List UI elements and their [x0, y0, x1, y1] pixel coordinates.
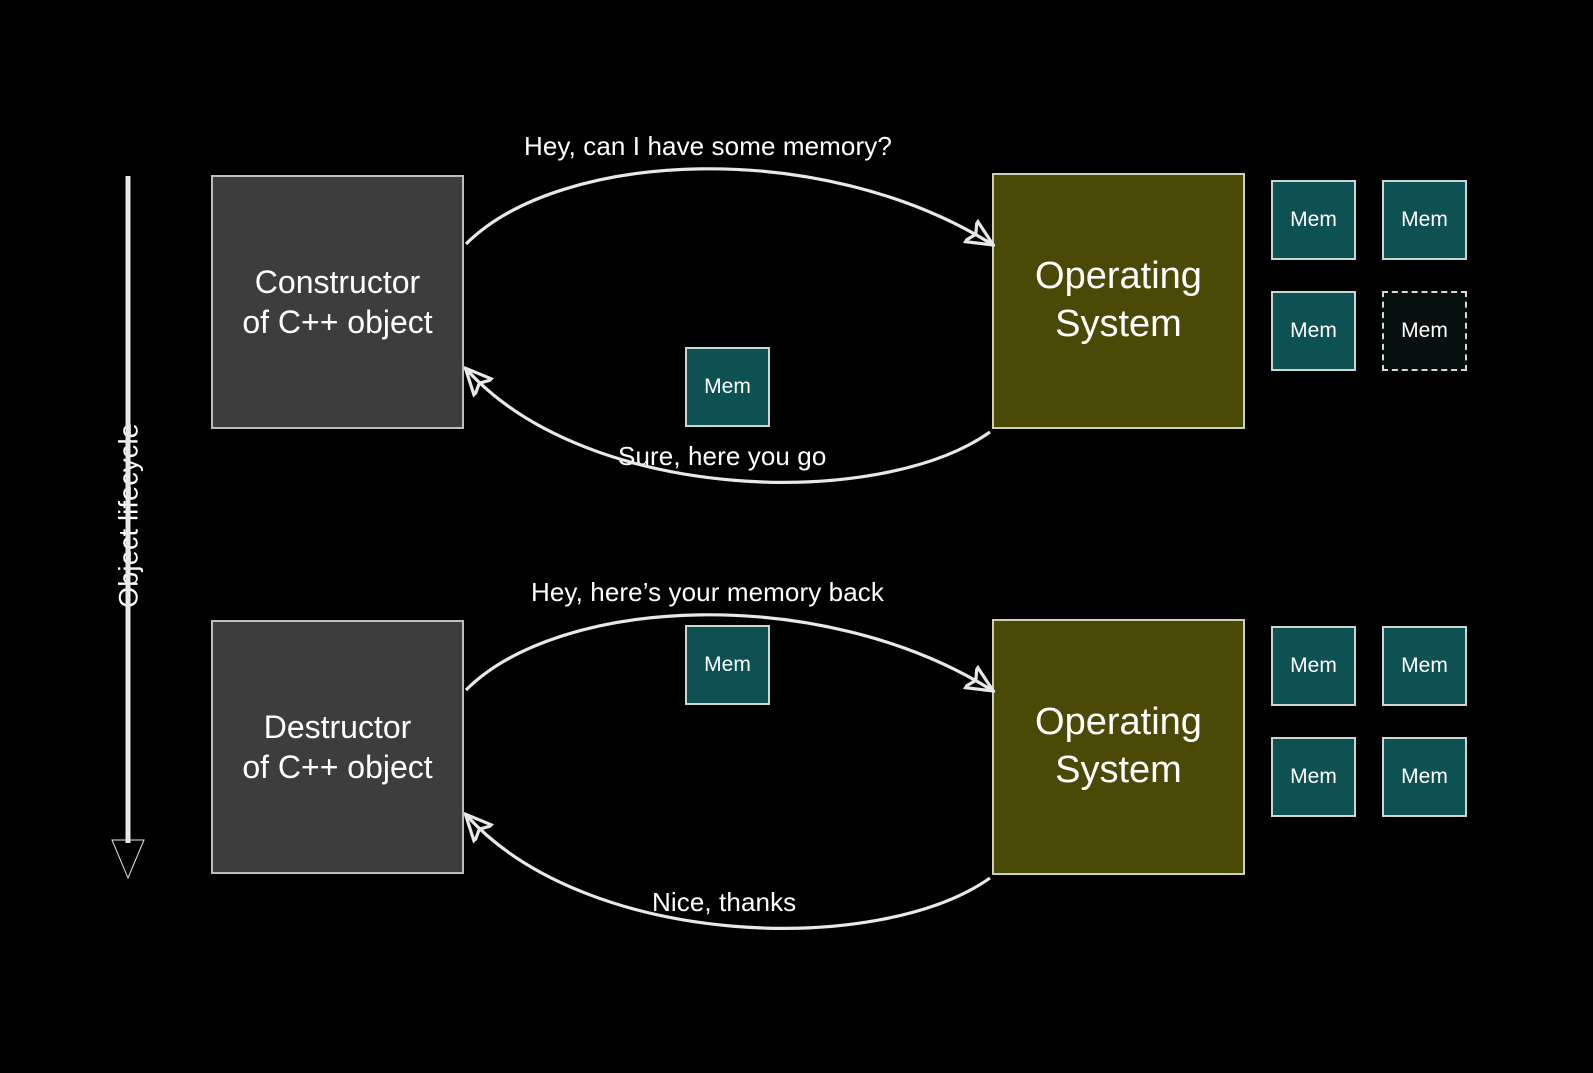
os-line-1: Operating	[1035, 255, 1202, 298]
request-label-construction: Hey, can I have some memory?	[524, 131, 892, 161]
mem-block-label: Mem	[704, 375, 751, 398]
operating-system-node-text: Operating System	[1025, 699, 1212, 795]
mem-block-label: Mem	[1401, 654, 1448, 677]
destructor-node-text: Destructor of C++ object	[232, 707, 442, 788]
object-lifecycle-axis: Object lifecycle	[96, 160, 166, 880]
arrow-request-construction	[464, 167, 990, 244]
operating-system-node-destruction: Operating System	[992, 619, 1245, 875]
request-label-destruction: Hey, here’s your memory back	[531, 577, 884, 607]
mem-block-label: Mem	[704, 653, 751, 676]
memory-pool-slot-destruction-3: Mem	[1271, 737, 1356, 817]
memory-pool-slot-construction-4-free: Mem	[1382, 291, 1467, 371]
mem-block-label: Mem	[1401, 319, 1448, 342]
constructor-node: Constructor of C++ object	[211, 175, 464, 429]
os-line-2: System	[1055, 749, 1182, 791]
memory-pool-slot-construction-2: Mem	[1382, 180, 1467, 260]
response-label-construction: Sure, here you go	[618, 441, 827, 471]
destructor-node: Destructor of C++ object	[211, 620, 464, 874]
mem-block-label: Mem	[1401, 208, 1448, 231]
memory-pool-slot-destruction-4: Mem	[1382, 737, 1467, 817]
response-label-destruction: Nice, thanks	[652, 887, 797, 917]
memory-pool-slot-destruction-2: Mem	[1382, 626, 1467, 706]
os-line-1: Operating	[1035, 701, 1202, 744]
constructor-line-1: Constructor	[254, 263, 421, 300]
operating-system-node-construction: Operating System	[992, 173, 1245, 429]
os-line-2: System	[1055, 303, 1182, 345]
constructor-line-2: of C++ object	[242, 304, 433, 340]
operating-system-node-text: Operating System	[1025, 253, 1212, 349]
destructor-line-2: of C++ object	[242, 749, 433, 785]
mem-block-label: Mem	[1401, 765, 1448, 788]
memory-pool-slot-construction-3: Mem	[1271, 291, 1356, 371]
mem-block-in-transit-destruction: Mem	[685, 625, 770, 705]
mem-block-label: Mem	[1290, 319, 1337, 342]
destructor-line-1: Destructor	[263, 708, 412, 745]
constructor-node-text: Constructor of C++ object	[232, 262, 442, 343]
object-lifecycle-label: Object lifecycle	[113, 423, 144, 608]
mem-block-label: Mem	[1290, 765, 1337, 788]
mem-block-label: Mem	[1290, 654, 1337, 677]
mem-block-in-transit-construction: Mem	[685, 347, 770, 427]
mem-block-label: Mem	[1290, 208, 1337, 231]
memory-pool-slot-destruction-1: Mem	[1271, 626, 1356, 706]
memory-pool-slot-construction-1: Mem	[1271, 180, 1356, 260]
